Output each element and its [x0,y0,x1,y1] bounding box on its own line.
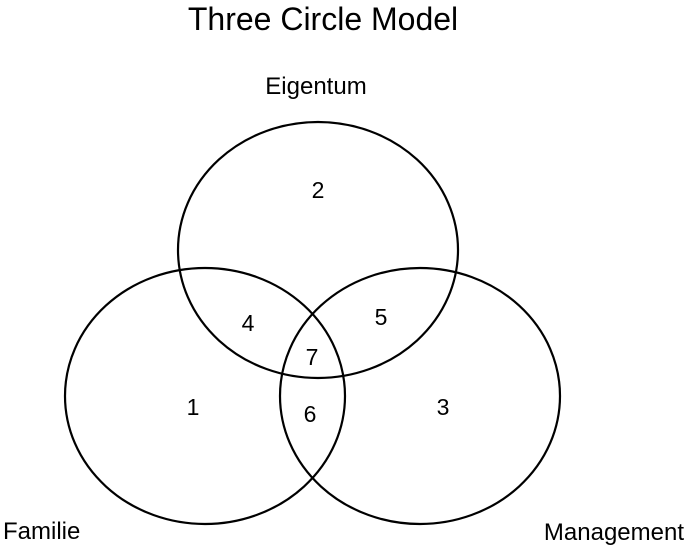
circle-label-familie: Familie [3,518,80,545]
circle-label-management: Management [544,519,684,545]
region-number-3: 3 [437,394,450,420]
diagram-title: Three Circle Model [188,1,458,37]
venn-circles [63,120,562,526]
circle-eigentum [176,120,460,380]
region-number-6: 6 [304,401,317,427]
region-number-2: 2 [312,177,325,203]
region-numbers: 1 2 3 4 5 6 7 [187,177,450,427]
region-number-1: 1 [187,394,200,420]
region-number-7: 7 [306,344,319,370]
circle-familie [63,266,347,526]
circle-label-eigentum: Eigentum [265,73,366,100]
region-number-4: 4 [242,310,255,336]
circle-management [278,266,562,526]
region-number-5: 5 [375,304,388,330]
